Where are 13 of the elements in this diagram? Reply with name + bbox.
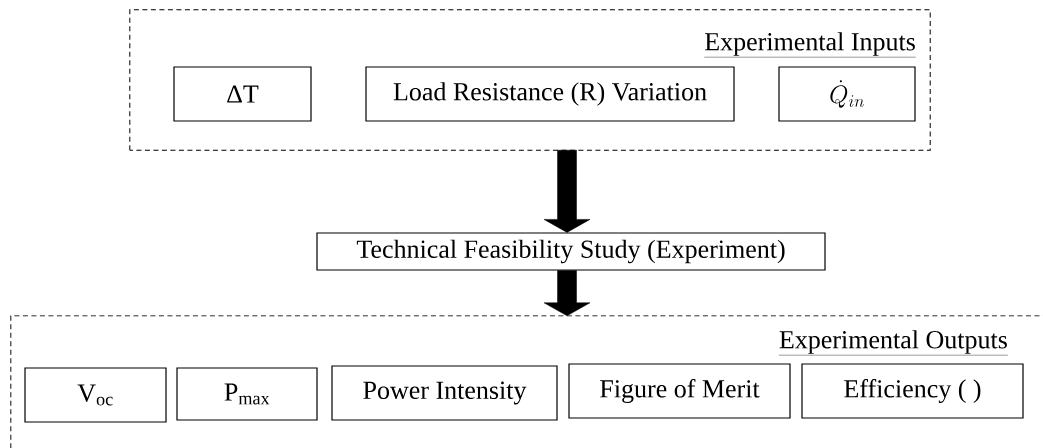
block-arrow — [543, 149, 591, 233]
process-box: Figure of Merit — [568, 363, 791, 419]
process-box: Load Resistance (R) Variation — [365, 66, 735, 122]
process-box: Technical Feasibility Study (Experiment) — [316, 232, 826, 271]
block-arrow — [543, 270, 591, 317]
process-box: $\dot{Q}_{in}$ — [778, 66, 916, 122]
process-box: V$_{oc}$ — [24, 367, 167, 423]
process-box: ΔT — [173, 66, 312, 122]
process-box: Efficiency ( ) — [801, 363, 1024, 419]
group-heading: Experimental Outputs — [778, 330, 1008, 356]
process-box: P$_{max}$ — [176, 367, 318, 421]
process-box: Power Intensity — [331, 365, 558, 421]
group-heading: Experimental Inputs — [704, 32, 916, 58]
